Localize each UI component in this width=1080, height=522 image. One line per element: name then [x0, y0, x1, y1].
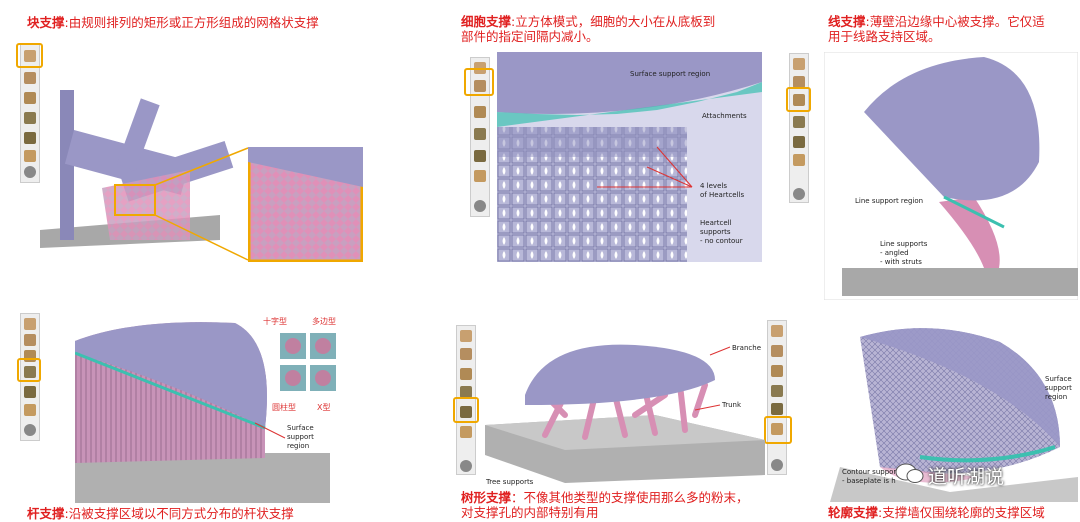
label-x: X型	[317, 403, 331, 412]
label-branche: Branche	[732, 344, 761, 352]
label-line-region: Line support region	[855, 197, 924, 205]
cell-icon[interactable]	[474, 80, 486, 92]
contour-icon[interactable]	[793, 154, 805, 166]
label-contour-surface-3: region	[1045, 393, 1068, 401]
tree-icon[interactable]	[793, 136, 805, 148]
label-line-supports-2: - angled	[880, 249, 909, 257]
label-heartcell-3: - no contour	[700, 237, 743, 245]
toolbar-tree	[456, 325, 476, 475]
line-icon[interactable]	[474, 106, 486, 118]
label-line-supports-1: Line supports	[880, 240, 928, 248]
selected-highlight	[764, 416, 792, 444]
tree-icon[interactable]	[24, 386, 36, 398]
block-support-zoom	[248, 147, 363, 262]
more-icon[interactable]	[24, 166, 36, 178]
pin-icon[interactable]	[771, 385, 783, 397]
caption-contour-support: 轮廓支撑:支撑墙仅围绕轮廓的支撑区域	[828, 505, 1045, 520]
tree-icon[interactable]	[460, 406, 472, 418]
cell-icon[interactable]	[24, 72, 36, 84]
label-cross: 十字型	[263, 317, 287, 326]
caption-tree-support: 树形支撑：不像其他类型的支撑使用那么多的粉末，对支撑孔的内部特别有用	[461, 490, 749, 520]
block-icon[interactable]	[24, 50, 36, 62]
label-trunk: Trunk	[722, 401, 742, 409]
block-support-render	[40, 90, 249, 261]
label-pin-surface-1: Surface	[287, 424, 314, 432]
watermark-text: 道听湖说	[928, 466, 1005, 488]
more-icon[interactable]	[771, 459, 783, 471]
tree-icon[interactable]	[24, 132, 36, 144]
more-icon[interactable]	[474, 200, 486, 212]
cell-icon[interactable]	[771, 345, 783, 357]
label-contour-surface-2: support	[1045, 384, 1072, 392]
selected-highlight	[453, 397, 479, 423]
contour-icon[interactable]	[474, 170, 486, 182]
pin-support-render	[75, 322, 330, 503]
contour-icon[interactable]	[460, 426, 472, 438]
pin-icon[interactable]	[24, 112, 36, 124]
label-tree-supports: Tree supports	[486, 478, 534, 486]
cell-support-render	[497, 52, 762, 262]
line-icon[interactable]	[24, 92, 36, 104]
cell-icon[interactable]	[24, 334, 36, 346]
label-pin-surface-2: support	[287, 433, 314, 441]
toolbar-cell	[470, 57, 490, 217]
label-contour-surface-1: Surface	[1045, 375, 1072, 383]
caption-line-support: 线支撑:薄壁沿边缘中心被支撑。它仅适用于线路支持区域。	[828, 14, 1045, 44]
selected-highlight	[786, 87, 811, 112]
pin-icon[interactable]	[24, 366, 36, 378]
toolbar-block	[20, 43, 40, 183]
selected-highlight	[17, 358, 41, 382]
block-icon[interactable]	[460, 330, 472, 342]
label-heartcell-2: supports	[700, 228, 731, 236]
pin-type-thumbnails	[280, 333, 336, 391]
line-icon[interactable]	[460, 368, 472, 380]
more-icon[interactable]	[24, 424, 36, 436]
label-contour-supports-2: - baseplate is h	[842, 477, 896, 485]
line-icon[interactable]	[771, 365, 783, 377]
toolbar-pin	[20, 313, 40, 441]
wechat-icon	[895, 462, 925, 484]
label-heartcell-1: Heartcell	[700, 219, 732, 227]
tree-icon[interactable]	[771, 403, 783, 415]
tree-icon[interactable]	[474, 150, 486, 162]
pin-icon[interactable]	[793, 116, 805, 128]
line-support-render	[824, 52, 1078, 300]
label-pin-surface-3: region	[287, 442, 310, 450]
contour-icon[interactable]	[24, 150, 36, 162]
label-line-supports-3: - with struts	[880, 258, 922, 266]
block-icon[interactable]	[771, 325, 783, 337]
label-cylinder: 圆柱型	[272, 403, 296, 412]
label-attachments: Attachments	[702, 112, 747, 120]
label-polygon: 多边型	[312, 317, 336, 326]
caption-block-support: 块支撑:由规则排列的矩形或正方形组成的网格状支撑	[27, 15, 319, 30]
pin-icon[interactable]	[460, 386, 472, 398]
selected-highlight	[464, 68, 494, 96]
toolbar-contour	[767, 320, 787, 475]
contour-icon[interactable]	[24, 404, 36, 416]
more-icon[interactable]	[460, 460, 472, 472]
cell-icon[interactable]	[460, 348, 472, 360]
pin-icon[interactable]	[474, 128, 486, 140]
toolbar-line	[789, 53, 809, 203]
more-icon[interactable]	[793, 188, 805, 200]
line-icon[interactable]	[793, 94, 805, 106]
selected-highlight	[16, 43, 43, 68]
block-icon[interactable]	[793, 58, 805, 70]
label-levels-1: 4 levels	[700, 182, 727, 190]
contour-support-render	[830, 317, 1078, 502]
cell-icon[interactable]	[793, 76, 805, 88]
caption-pin-support: 杆支撑:沿被支撑区域以不同方式分布的杆状支撑	[27, 506, 294, 521]
block-icon[interactable]	[24, 318, 36, 330]
label-surface-region: Surface support region	[630, 70, 711, 78]
contour-icon[interactable]	[771, 423, 783, 435]
label-contour-supports-1: Contour supports	[842, 468, 903, 476]
label-levels-2: of Heartcells	[700, 191, 745, 199]
caption-cell-support: 细胞支撑:立方体模式，细胞的大小在从底板到部件的指定间隔内减小。	[461, 14, 716, 44]
tree-support-render	[485, 344, 765, 483]
